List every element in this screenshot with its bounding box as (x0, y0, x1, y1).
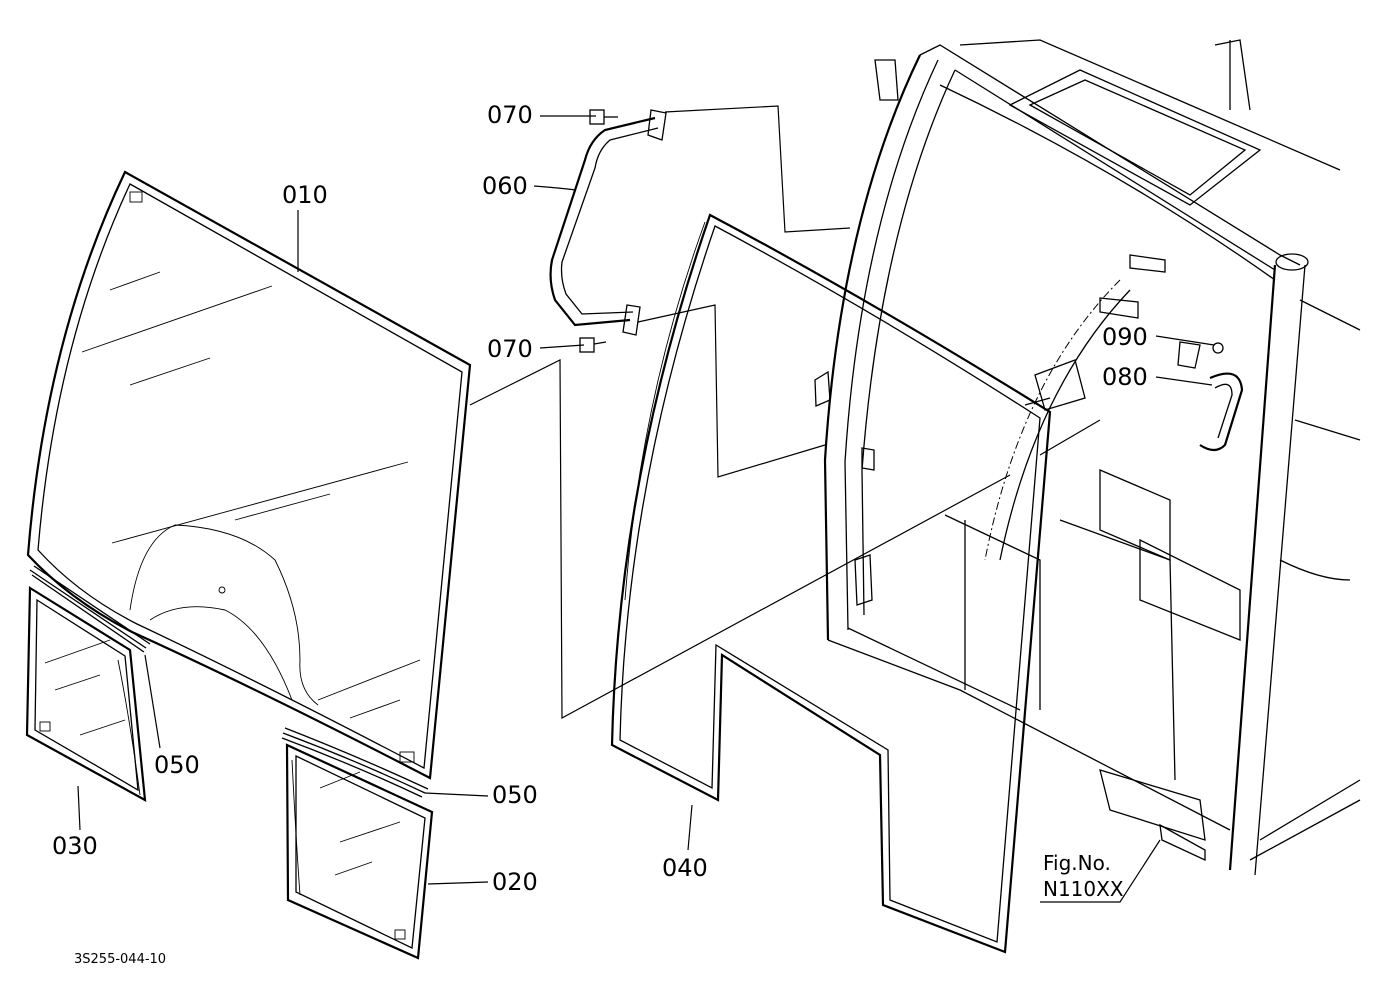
fig-no-label: Fig.No. (1043, 851, 1111, 875)
lower-left-glass-030 (25, 586, 147, 802)
label-030: 030 (52, 832, 98, 860)
label-040: 040 (662, 854, 708, 882)
label-060: 060 (482, 172, 528, 200)
assembly-lines (469, 105, 1101, 720)
label-020: 020 (492, 868, 538, 896)
label-050-right: 050 (492, 781, 538, 809)
handle-bar-060 (549, 109, 667, 336)
label-070-upper: 070 (487, 101, 533, 129)
leader-lines (77, 115, 1215, 903)
seal-strip-050-left (29, 565, 151, 653)
label-090: 090 (1102, 323, 1148, 351)
door-seal-040 (610, 213, 1052, 954)
front-glass-010 (26, 170, 472, 780)
label-010: 010 (282, 181, 328, 209)
lower-right-glass-020 (285, 743, 434, 960)
drawing-code: 3S255-044-10 (74, 952, 166, 967)
fig-no-value: N110XX (1043, 877, 1124, 901)
label-070-lower: 070 (487, 335, 533, 363)
label-080: 080 (1102, 363, 1148, 391)
bolt-070-upper (589, 109, 618, 125)
seal-strip-050-right (281, 727, 429, 798)
label-050-left: 050 (154, 751, 200, 779)
cab-frame (814, 39, 1361, 876)
